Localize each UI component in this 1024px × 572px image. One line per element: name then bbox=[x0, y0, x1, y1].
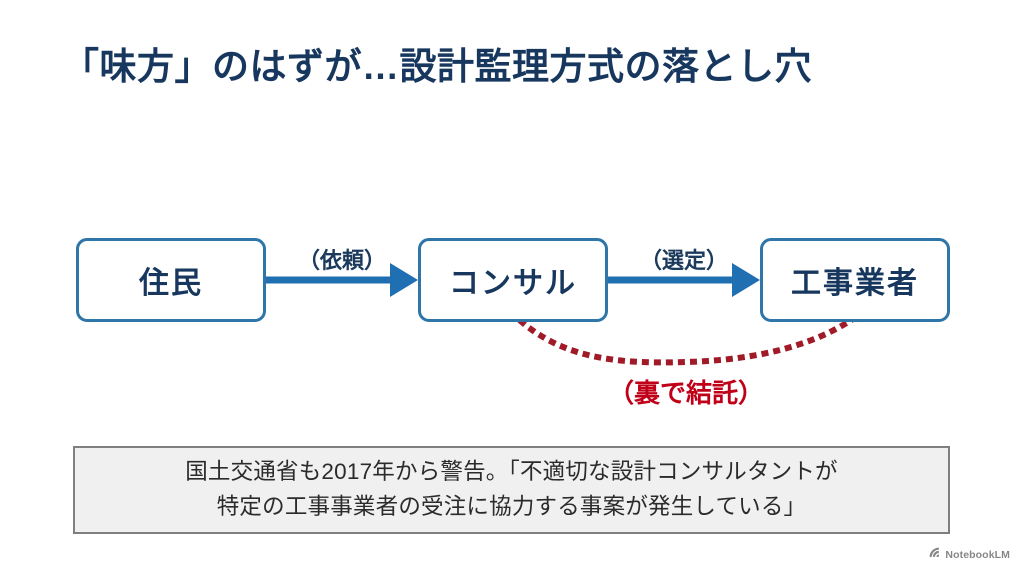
flow-node-consultant-label: コンサル bbox=[449, 267, 577, 300]
watermark: NotebookLM bbox=[928, 546, 1010, 564]
notebooklm-logo-icon bbox=[928, 546, 941, 564]
quote-box: 国土交通省も2017年から警告。「不適切な設計コンサルタントが 特定の工事事業者… bbox=[73, 446, 950, 534]
watermark-label: NotebookLM bbox=[945, 549, 1010, 561]
edge-label-request: （依頼） bbox=[297, 248, 386, 273]
quote-line-1: 国土交通省も2017年から警告。「不適切な設計コンサルタントが bbox=[185, 459, 838, 485]
page-title: 「味方」のはずが…設計監理方式の落とし穴 bbox=[62, 46, 812, 87]
quote-line-2: 特定の工事事業者の受注に協力する事案が発生している」 bbox=[216, 494, 807, 519]
flow-node-residents-label: 住民 bbox=[139, 267, 203, 300]
flow-node-residents[interactable]: 住民 bbox=[76, 238, 266, 322]
edge-label-selection: （選定） bbox=[639, 248, 728, 273]
collusion-label: （裏で結託） bbox=[607, 378, 764, 408]
flow-node-contractor[interactable]: 工事業者 bbox=[760, 238, 950, 322]
arrow-selection bbox=[608, 263, 760, 297]
flow-node-consultant[interactable]: コンサル bbox=[418, 238, 608, 322]
flow-node-contractor-label: 工事業者 bbox=[791, 267, 919, 300]
arrow-request bbox=[266, 263, 418, 297]
